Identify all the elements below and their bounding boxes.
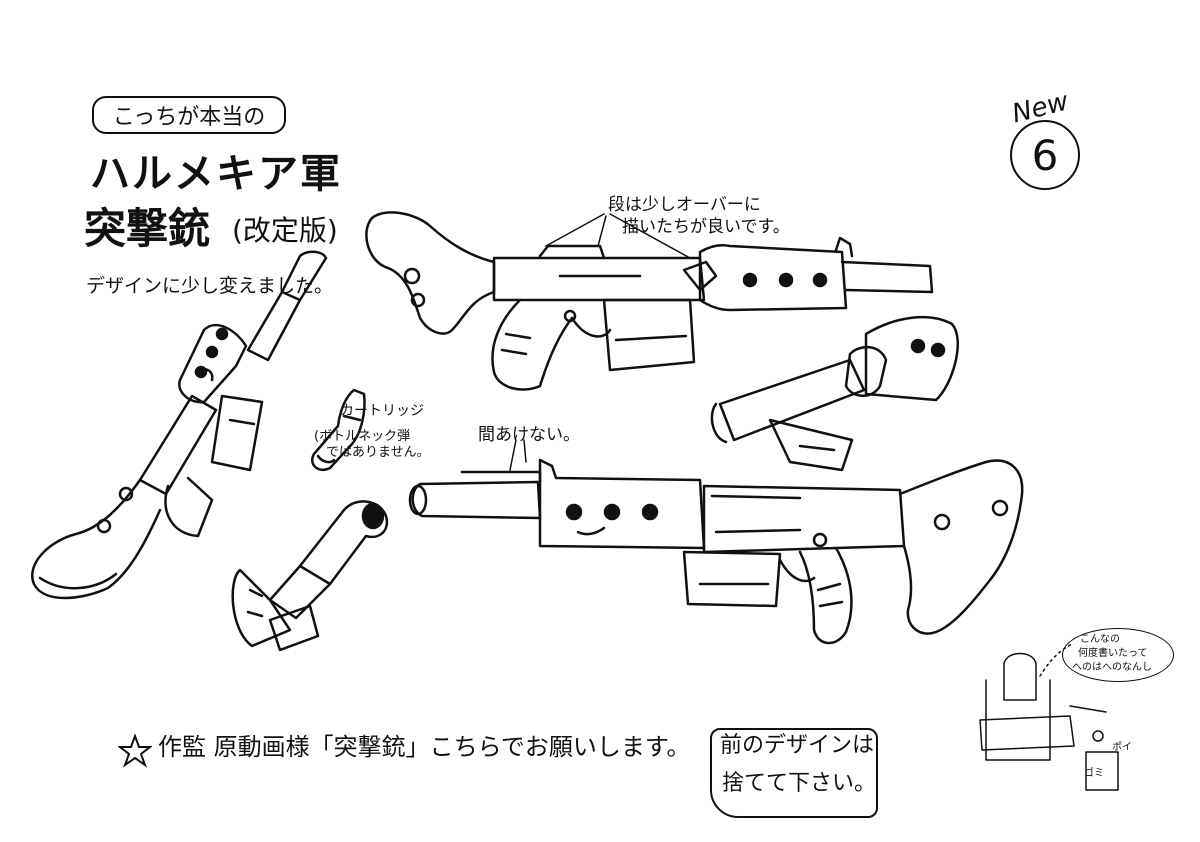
step-note-line1: 段は少しオーバーに: [608, 195, 761, 215]
header-box-text: こっちが本当の: [112, 105, 266, 130]
title-weapon-name: 突撃銃: [84, 204, 211, 253]
step-note-line2: 描いたちが良いです。: [622, 217, 790, 237]
gap-note: 間あけない。: [478, 425, 580, 445]
rifle-side-view-left: [408, 458, 1024, 645]
title-revision-label: (改定版): [232, 214, 338, 247]
trash-label: ゴミ: [1084, 768, 1104, 779]
cartridge-drawing: [311, 388, 366, 471]
bubble-line2: 何度書いたって: [1078, 648, 1148, 659]
star-outline-icon: [118, 734, 152, 768]
cartridge-label: カートリッジ: [340, 403, 424, 419]
design-change-note: デザインに少し変えました。: [86, 275, 334, 297]
annotation-pointers: [509, 213, 691, 471]
rifle-three-quarter-view: [31, 250, 328, 600]
rifle-partial-view: [710, 315, 959, 472]
discard-note-line2: 捨てて下さい。: [722, 771, 877, 796]
discard-note-box: [710, 728, 878, 818]
title-army-name: ハルメキア軍: [90, 151, 342, 197]
request-text: 作監 原動画様「突撃銃」こちらでお願いします。: [158, 733, 691, 761]
thought-bubble: [1062, 628, 1174, 682]
header-box: こっちが本当の: [92, 96, 286, 134]
bubble-line1: こんなの: [1080, 634, 1120, 645]
cartridge-note-line2: ではありません。: [326, 445, 430, 460]
sheet-number-badge: 6: [1010, 120, 1080, 190]
throw-sfx: ポイ: [1112, 742, 1132, 753]
cartridge-note-line1: (ボトルネック弾: [314, 429, 411, 444]
discard-note-line1: 前のデザインは: [720, 733, 875, 758]
rifle-side-view-right: [365, 211, 934, 391]
bubble-line3: へのはへのなんし: [1072, 662, 1152, 673]
sheet-number: 6: [1031, 130, 1059, 180]
muzzle-end-view: [231, 500, 389, 652]
